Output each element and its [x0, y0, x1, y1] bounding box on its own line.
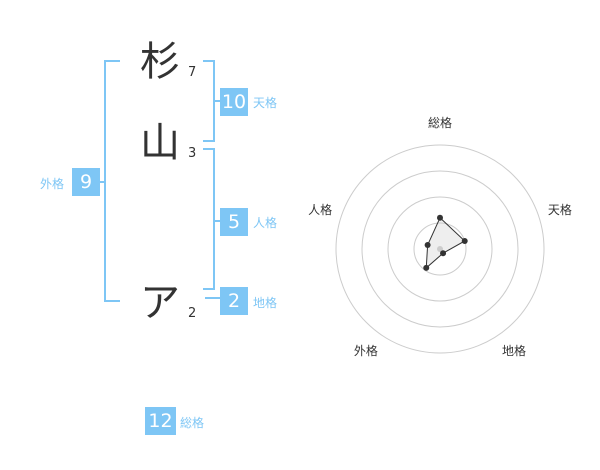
name-char-1: 杉	[140, 39, 180, 85]
chikaku-label: 地格	[253, 296, 278, 310]
gaikaku-bracket-tick	[98, 181, 104, 183]
tenkaku-bracket-tick	[215, 100, 221, 102]
jinkaku-label: 人格	[253, 216, 278, 230]
radar-point-4	[424, 241, 431, 248]
name-char-3: ア	[140, 280, 180, 326]
soukaku-label: 総格	[180, 416, 205, 430]
radar-axis-label-3: 外格	[354, 343, 378, 358]
gaikaku-label: 外格	[40, 177, 65, 191]
chikaku-bracket	[205, 297, 221, 299]
tenkaku-value: 10	[220, 88, 248, 116]
gaikaku-bracket	[104, 60, 120, 302]
radar-ring-3	[361, 170, 519, 328]
jinkaku-bracket	[203, 148, 215, 290]
stroke-count-1: 7	[188, 65, 197, 80]
jinkaku-bracket-tick	[215, 220, 221, 222]
radar-axis-label-1: 天格	[548, 202, 572, 217]
radar-axis-label-0: 総格	[428, 115, 452, 130]
radar-center-dot	[437, 246, 443, 252]
radar-series-polygon	[425, 216, 466, 270]
radar-ring-2	[387, 196, 493, 302]
radar-ring-1	[413, 222, 467, 276]
stroke-count-2: 3	[188, 146, 197, 161]
chikaku-value: 2	[220, 287, 248, 315]
radar-axis-label-2: 地格	[502, 343, 526, 358]
radar-ring-4	[335, 144, 545, 354]
soukaku-value: 12	[145, 407, 176, 435]
radar-point-3	[423, 264, 430, 271]
radar-point-0	[437, 214, 443, 221]
name-char-2: 山	[140, 120, 180, 166]
radar-axis-label-4: 人格	[308, 202, 332, 217]
jinkaku-value: 5	[220, 208, 248, 236]
stroke-count-3: 2	[188, 306, 197, 321]
tenkaku-label: 天格	[253, 96, 278, 110]
gaikaku-value: 9	[72, 168, 100, 196]
radar-point-1	[461, 237, 468, 244]
radar-point-2	[440, 250, 447, 257]
tenkaku-bracket	[203, 60, 215, 142]
